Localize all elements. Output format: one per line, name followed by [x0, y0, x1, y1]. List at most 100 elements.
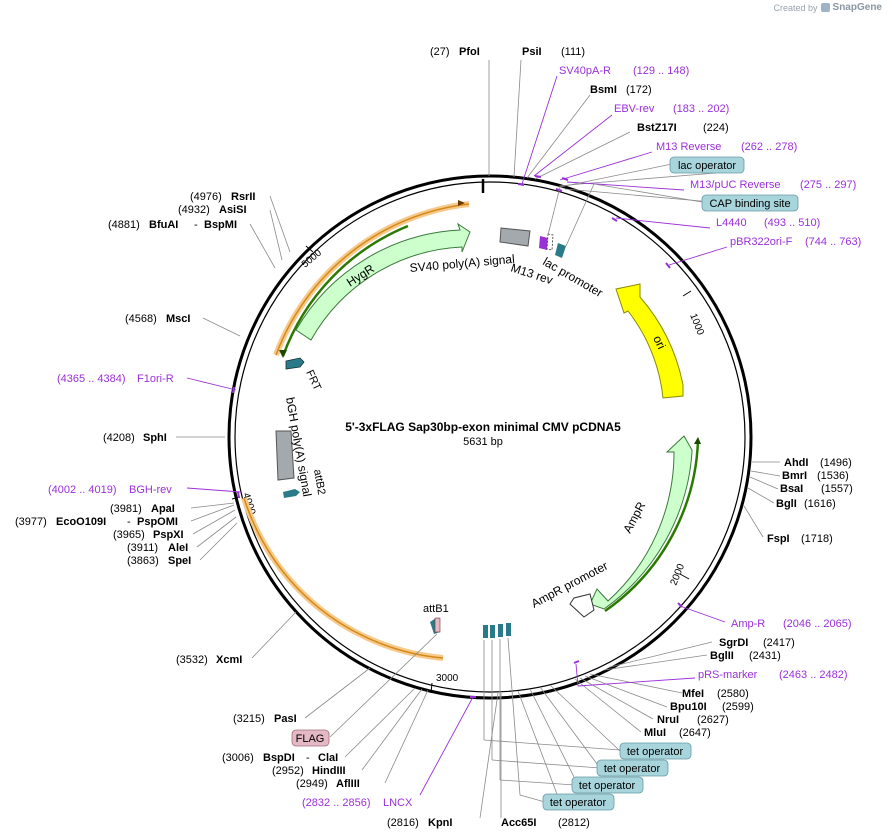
site-bstz17i[interactable]: BstZ17I: [637, 122, 677, 134]
tet-operator-block-4[interactable]: [506, 623, 511, 636]
plasmid-size: 5631 bp: [463, 436, 503, 448]
site-bgli[interactable]: BglI: [776, 498, 797, 510]
orange-band-bottom: [241, 497, 444, 661]
site-ecoo109i-dash: -: [127, 516, 131, 528]
site-leader-lines: [176, 59, 781, 819]
ampr-promoter-arrow[interactable]: [569, 593, 595, 618]
tet-operator-box-3[interactable]: [571, 776, 644, 794]
site-pspxi[interactable]: PspXI: [153, 529, 184, 541]
site-bmri[interactable]: BmrI: [782, 470, 807, 482]
site-pspxi-pos: (3965): [113, 529, 145, 541]
site-mfei-pos: (2580): [717, 688, 749, 700]
tet-operator-block-1[interactable]: [483, 625, 488, 638]
tick-5000: [305, 245, 314, 253]
site-bmri-pos: (1536): [817, 470, 849, 482]
site-mfei[interactable]: MfeI: [682, 688, 704, 700]
tet-operator-box-2[interactable]: [596, 759, 669, 777]
site-asisi-pos: (4932): [178, 204, 210, 216]
primer-pbr322ori-f[interactable]: pBR322ori-F: [730, 236, 793, 248]
site-xcmi-pos: (3532): [176, 654, 208, 666]
primer-prs-marker[interactable]: pRS-marker: [698, 669, 758, 681]
site-bsai[interactable]: BsaI: [780, 483, 803, 495]
site-ahdi[interactable]: AhdI: [784, 457, 808, 469]
site-mlui[interactable]: MluI: [644, 727, 666, 739]
primer-ebv-rev-range: (183 .. 202): [673, 103, 729, 115]
primer-labels: SV40pA-R (129 .. 148) EBV-rev (183 .. 20…: [48, 65, 861, 809]
site-sgrdi[interactable]: SgrDI: [719, 637, 748, 649]
tet-operator-label-3: tet operator: [579, 780, 636, 792]
site-acc65i[interactable]: Acc65I: [501, 817, 536, 829]
sv40-polya-box[interactable]: [499, 227, 531, 247]
site-clai[interactable]: ClaI: [318, 752, 338, 764]
bgh-polya-box[interactable]: [275, 430, 295, 481]
primer-lncx[interactable]: LNCX: [383, 797, 413, 809]
lac-promoter-feature[interactable]: [546, 233, 554, 251]
m13-rev-feature[interactable]: [539, 236, 548, 250]
site-sphi-pos: (4208): [103, 432, 135, 444]
site-hindiii[interactable]: HindIII: [312, 765, 346, 777]
primer-sv40pa-r[interactable]: SV40pA-R: [559, 65, 611, 77]
cap-binding-feature[interactable]: [555, 243, 566, 258]
green-line-right: [604, 439, 700, 613]
site-xcmi[interactable]: XcmI: [216, 654, 242, 666]
site-apai[interactable]: ApaI: [151, 503, 175, 515]
site-bglii[interactable]: BglII: [710, 650, 734, 662]
primer-f1ori-r[interactable]: F1ori-R: [137, 373, 174, 385]
flag-box[interactable]: [291, 729, 330, 747]
tick-1000: [682, 290, 692, 297]
cap-binding-site-box[interactable]: [701, 194, 799, 212]
site-nrui[interactable]: NruI: [657, 714, 679, 726]
site-bfuai[interactable]: BfuAI: [149, 219, 178, 231]
ori-arrow[interactable]: [615, 283, 684, 399]
site-bsai-pos: (1557): [821, 483, 853, 495]
frt-arrow[interactable]: [285, 357, 305, 370]
site-sphi[interactable]: SphI: [143, 432, 167, 444]
tet-operator-box-1[interactable]: [619, 742, 692, 760]
flag-feature[interactable]: [434, 617, 441, 633]
tick-3000: [430, 682, 433, 694]
tet-operator-block-2[interactable]: [490, 625, 495, 638]
site-bfuai-pos: (4881): [108, 219, 140, 231]
tick-2000: [679, 573, 690, 580]
primer-m13-reverse[interactable]: M13 Reverse: [656, 141, 721, 153]
tet-operator-block-3[interactable]: [498, 624, 503, 637]
attb2-feature[interactable]: [283, 489, 300, 498]
site-msci[interactable]: MscI: [166, 313, 190, 325]
primer-bgh-rev[interactable]: BGH-rev: [129, 484, 172, 496]
lac-operator-box[interactable]: [669, 156, 745, 174]
feature-label-attb1: attB1: [423, 603, 449, 615]
orange-band-top-arrow: [458, 200, 465, 206]
site-bspdi[interactable]: BspDI: [263, 752, 295, 764]
primer-prs-marker-range: (2463 .. 2482): [779, 669, 848, 681]
lac-operator-label: lac operator: [678, 160, 736, 172]
site-psii[interactable]: PsiI: [522, 46, 542, 58]
hygr-arrow[interactable]: [295, 222, 471, 341]
primer-f1ori-r-range: (4365 .. 4384): [57, 373, 126, 385]
site-bsmi[interactable]: BsmI: [590, 84, 617, 96]
primer-sv40pa-r-range: (129 .. 148): [633, 65, 689, 77]
site-pfoi[interactable]: PfoI: [459, 46, 480, 58]
primer-ebv-rev[interactable]: EBV-rev: [614, 103, 655, 115]
feature-label-attb2: attB2: [311, 468, 327, 495]
primer-amp-r[interactable]: Amp-R: [731, 618, 765, 630]
primer-l4440[interactable]: L4440: [716, 217, 747, 229]
site-pasi[interactable]: PasI: [274, 713, 297, 725]
tick-label-2000: 2000: [669, 562, 688, 587]
site-bpu10i[interactable]: Bpu10I: [670, 701, 707, 713]
tet-operator-box-4[interactable]: [542, 793, 615, 811]
primer-leader-lines: [186, 75, 728, 796]
tick-label-1000: 1000: [687, 312, 706, 337]
primer-m13puc-reverse[interactable]: M13/pUC Reverse: [690, 179, 780, 191]
site-fspi[interactable]: FspI: [767, 533, 790, 545]
site-asisi[interactable]: AsiSI: [219, 204, 247, 216]
site-alei[interactable]: AleI: [168, 542, 188, 554]
site-aflIII[interactable]: AflIII: [336, 778, 360, 790]
site-spei[interactable]: SpeI: [168, 555, 191, 567]
site-kpni[interactable]: KpnI: [428, 817, 452, 829]
site-pspomi[interactable]: PspOMI: [137, 516, 178, 528]
site-psii-pos: (111): [561, 46, 585, 58]
site-rsrii[interactable]: RsrII: [231, 191, 255, 203]
site-ecoo109i[interactable]: EcoO109I: [56, 516, 106, 528]
credit-prefix: Created by: [773, 2, 818, 13]
site-bspmi[interactable]: BspMI: [204, 219, 237, 231]
